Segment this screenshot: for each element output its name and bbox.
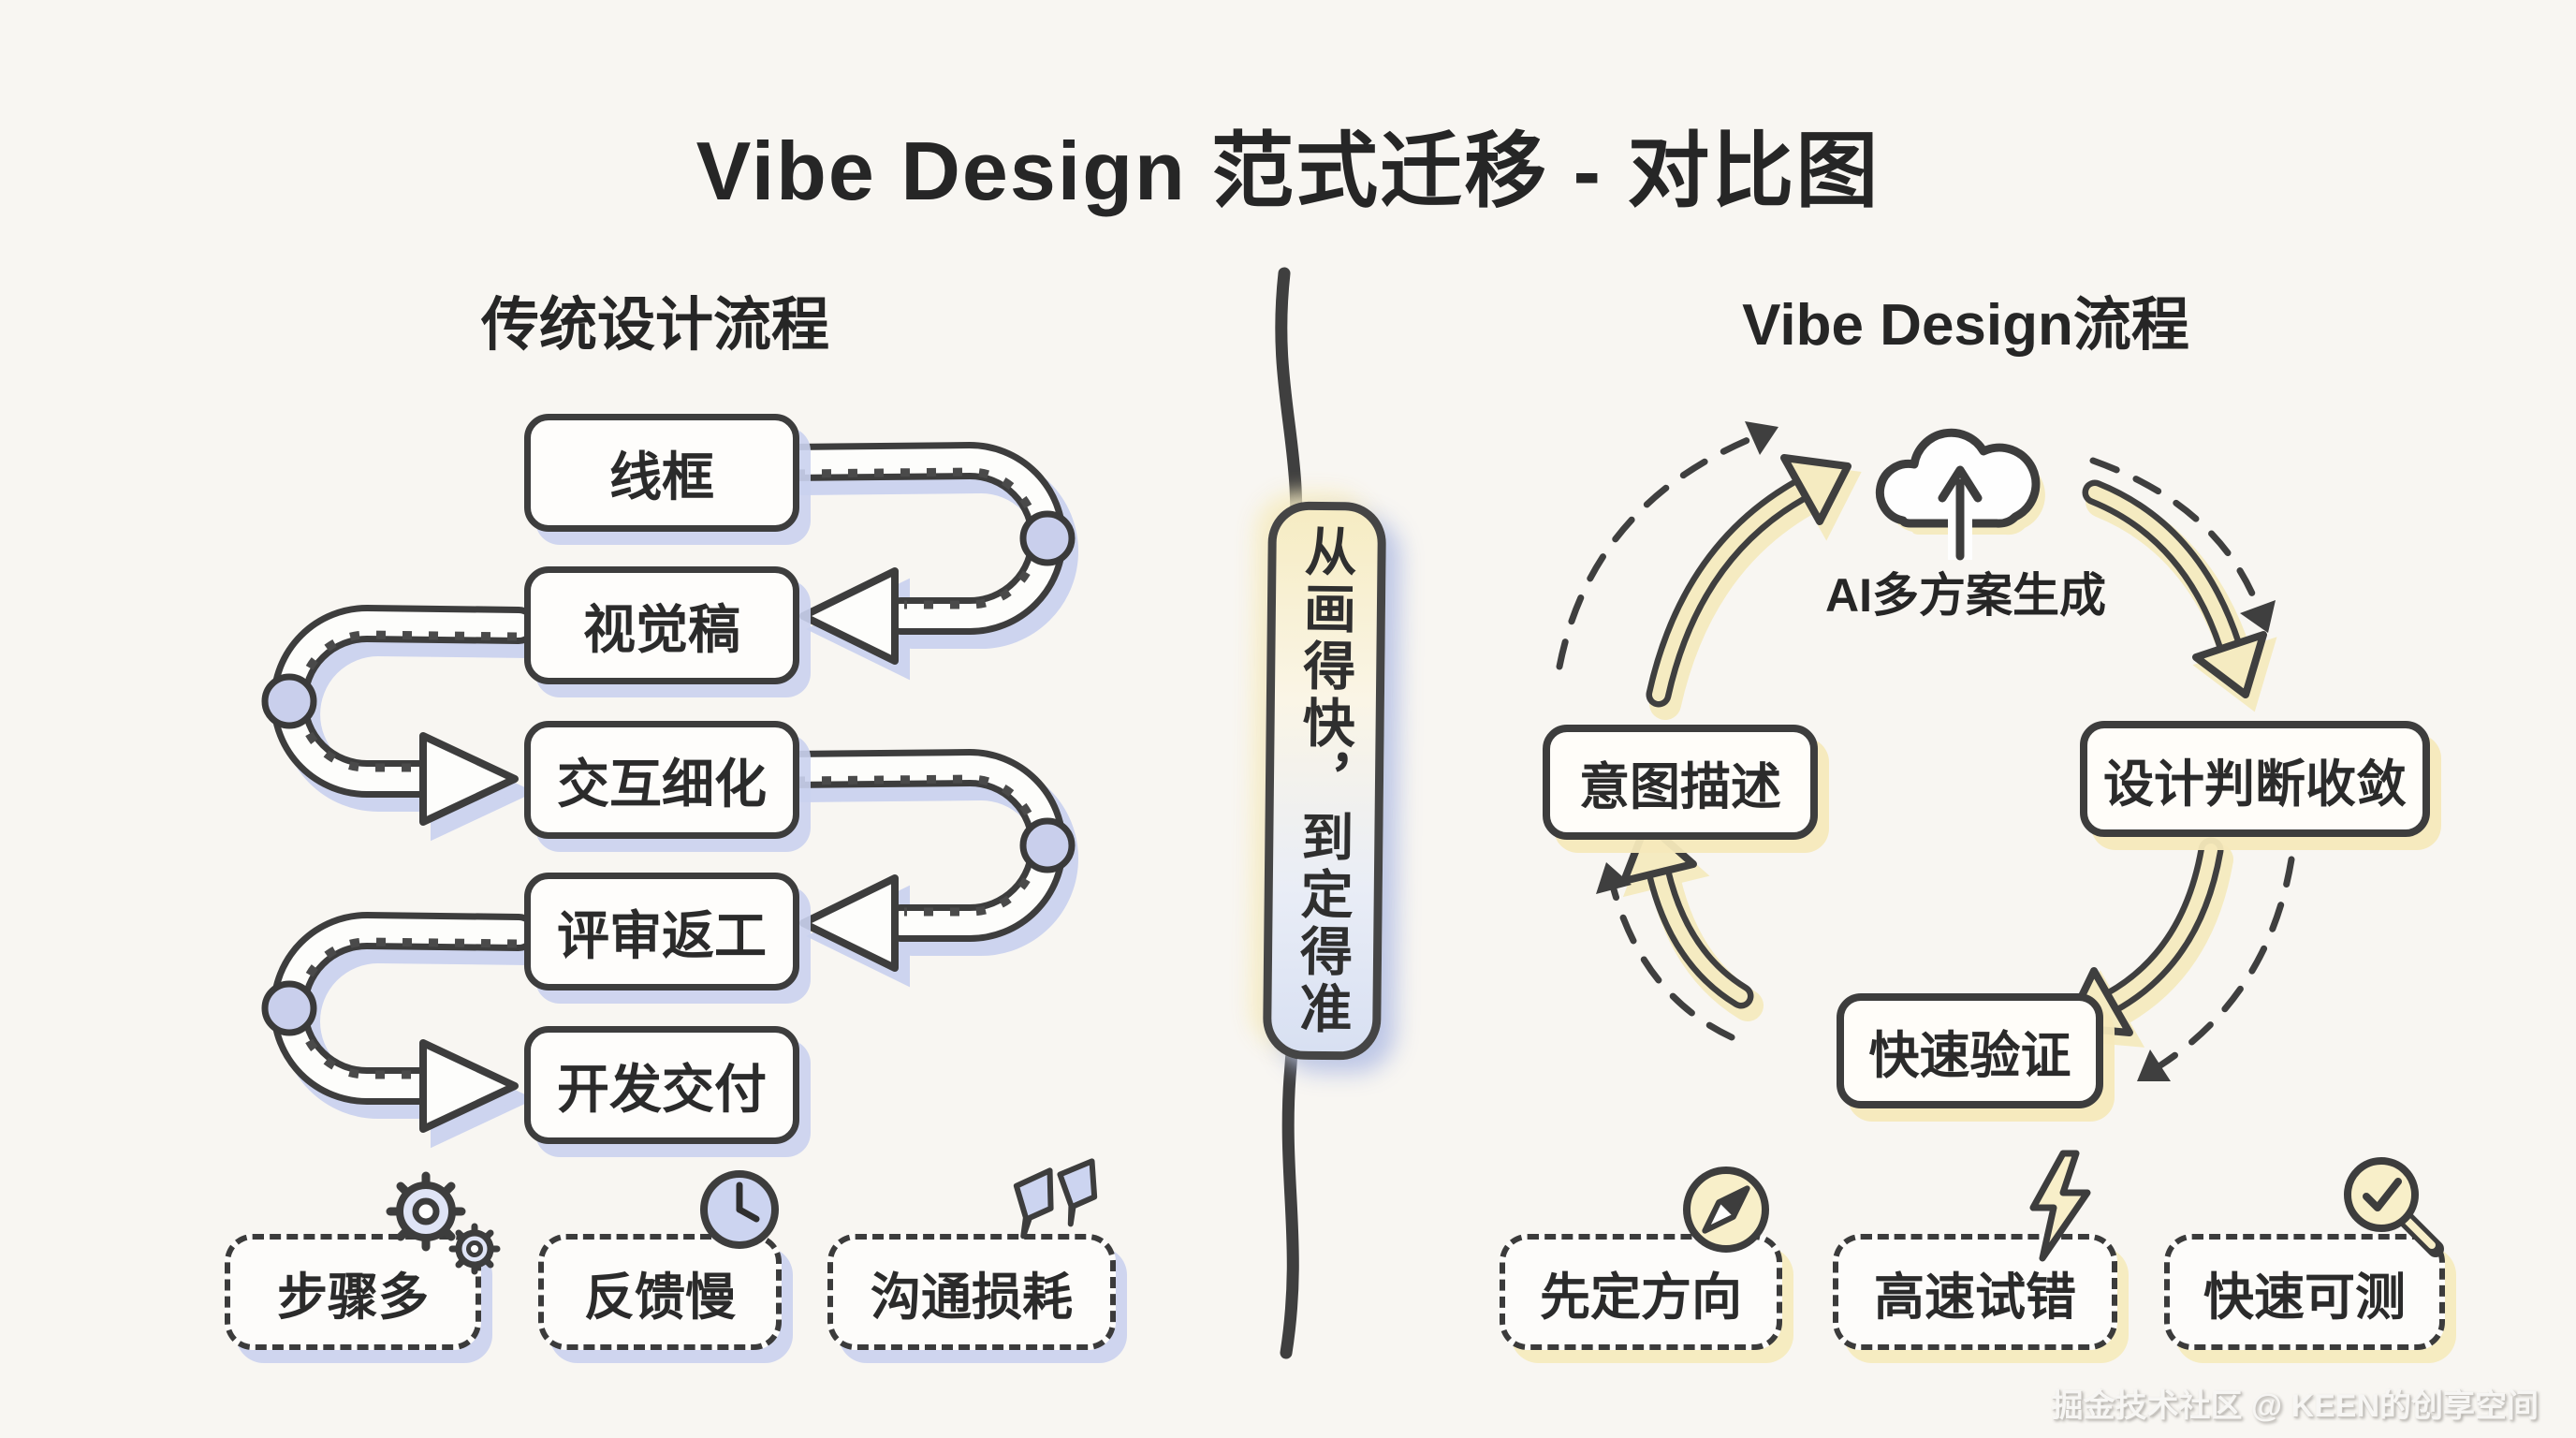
badge-steps-many: 步骤多 [225, 1234, 481, 1350]
flow-step-wireframe: 线框 [524, 414, 799, 532]
clock-icon [688, 1161, 791, 1269]
cycle-dashed-arrows [1556, 434, 2295, 1069]
magnifier-check-icon [2333, 1150, 2454, 1276]
page-title: Vibe Design 范式迁移 - 对比图 [695, 125, 1881, 217]
lightning-icon [2014, 1148, 2108, 1284]
cloud-upload-icon [1867, 410, 2083, 593]
cycle-dashed-arrowheads [1596, 421, 2276, 1081]
compass-icon [1672, 1155, 1784, 1272]
right-section-heading: Vibe Design流程 [1742, 293, 2189, 358]
cycle-dashed-arrow-1 [1556, 434, 1756, 670]
loop-node [261, 673, 317, 729]
flow-step-visual-draft: 视觉稿 [524, 566, 799, 684]
cycle-arrow-2 [2082, 479, 2267, 698]
badge-fast-testable: 快速可测 [2164, 1234, 2445, 1350]
loop-node [1019, 510, 1076, 566]
cycle-node-intent: 意图描述 [1543, 725, 1818, 840]
cycle-node-validate: 快速验证 [1837, 993, 2103, 1108]
badge-feedback-slow: 反馈慢 [538, 1234, 782, 1350]
ai-generation-label: AI多方案生成 [1825, 569, 2106, 622]
loop-arrow-left-2 [261, 911, 537, 1133]
transition-pill-label: 从画得快，到定得准 [1292, 523, 1357, 1038]
flow-step-dev-handoff: 开发交付 [524, 1026, 799, 1144]
cycle-node-converge: 设计判断收敛 [2080, 721, 2430, 837]
watermark: 掘金技术社区 @ KEEN的创享空间 [2051, 1388, 2539, 1424]
loop-node [1019, 817, 1076, 873]
loop-node [261, 980, 317, 1036]
left-section-heading: 传统设计流程 [480, 293, 829, 358]
badge-fast-trial: 高速试错 [1833, 1234, 2117, 1350]
cycle-arrow-1 [1646, 454, 1852, 708]
cycle-arrow-4 [1620, 819, 1754, 1009]
broken-chat-icon [1000, 1157, 1131, 1274]
loop-arrow-left-1 [261, 604, 537, 826]
cycle-dashed-arrow-4 [1610, 886, 1735, 1041]
badge-communication-loss: 沟通损耗 [827, 1234, 1116, 1350]
cycle-dashed-arrow-2 [2089, 457, 2261, 610]
badge-set-direction: 先定方向 [1500, 1234, 1782, 1350]
transition-pill: 从画得快，到定得准 [1262, 501, 1387, 1061]
loop-arrow-right-1 [773, 441, 1076, 665]
gears-icon [370, 1163, 510, 1289]
flow-step-review-rework: 评审返工 [524, 873, 799, 990]
flow-step-interaction-detail: 交互细化 [524, 721, 799, 839]
loop-arrow-right-2 [773, 748, 1076, 972]
